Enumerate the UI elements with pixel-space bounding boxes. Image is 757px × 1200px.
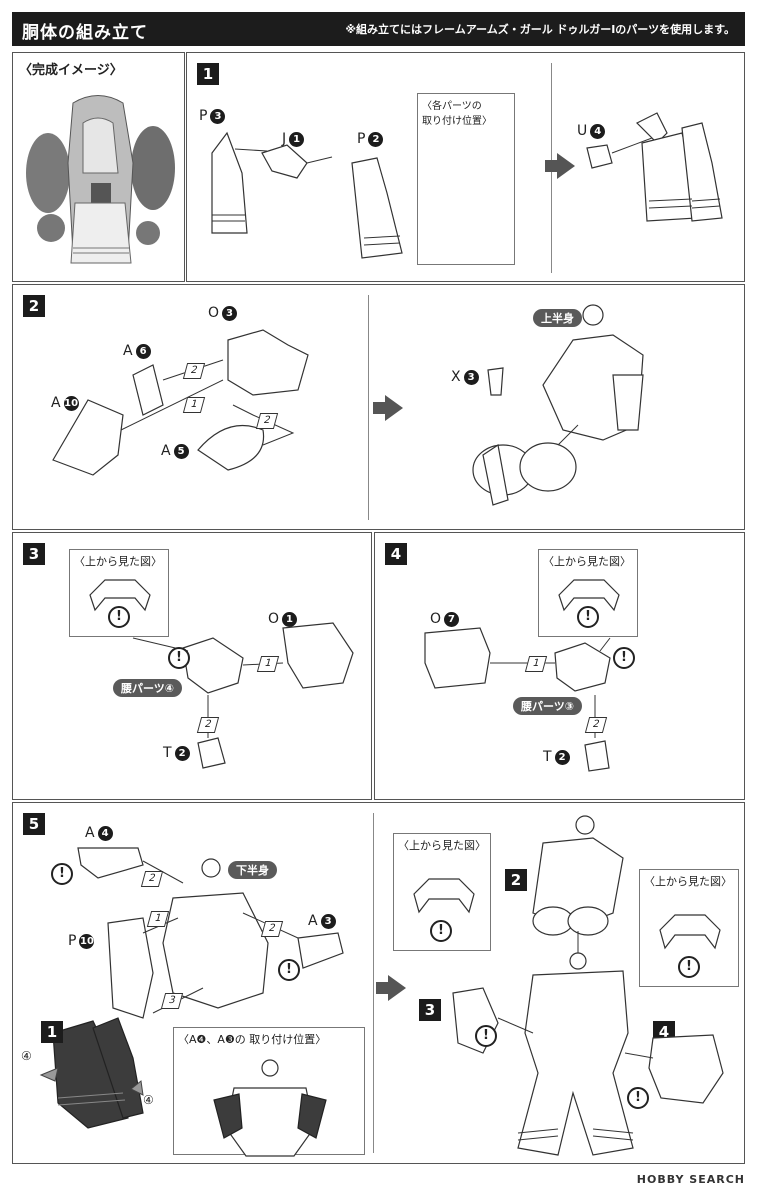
step-5-number: 5 xyxy=(23,813,45,835)
waist-part-3-badge: 腰パーツ③ xyxy=(513,697,583,715)
header-note: ※組み立てにはフレームアームズ・ガール ドゥルガーⅠのパーツを使用します。 xyxy=(345,23,735,36)
step-5-parts-drawing xyxy=(39,847,344,1129)
step-1-flow-arrow xyxy=(545,153,575,179)
step-5-position-callout-title: 〈A❹、A❸の 取り付け位置〉 xyxy=(178,1033,327,1046)
step-5-top-right-title: 〈上から見た図〉 xyxy=(644,875,732,888)
step-3-parts-drawing xyxy=(132,622,354,769)
step-5-assembly-label-3: 3 xyxy=(419,999,441,1021)
step-5-top-left-warning: ! xyxy=(430,920,452,942)
step-5-result-drawing xyxy=(452,815,724,1156)
page-header: 胴体の組み立て ※組み立てにはフレームアームズ・ガール ドゥルガーⅠのパーツを使… xyxy=(12,12,745,46)
step-2-parts-drawing xyxy=(52,329,309,476)
step-3-callout-title: 〈上から見た図〉 xyxy=(74,555,162,568)
completed-image-label: 〈完成イメージ〉 xyxy=(19,63,123,78)
lower-body-badge: 下半身 xyxy=(228,861,277,879)
completed-image-panel: 〈完成イメージ〉 xyxy=(12,52,185,282)
step-4-callout-title: 〈上から見た図〉 xyxy=(543,555,631,568)
step-5-top-right-warning: ! xyxy=(678,956,700,978)
step-2-number: 2 xyxy=(23,295,45,317)
page-title: 胴体の組み立て xyxy=(22,23,148,43)
step-5-sub-step-1: 1 xyxy=(41,1021,63,1043)
step-4-warning: ! xyxy=(613,647,635,669)
step-4-parts-drawing xyxy=(424,627,611,772)
step-3-warning: ! xyxy=(168,647,190,669)
step-1-callout-title: 〈各パーツの 取り付け位置〉 xyxy=(422,101,492,127)
upper-body-badge: 上半身 xyxy=(533,309,582,327)
step-5-assembly-label-2: 2 xyxy=(505,869,527,891)
step-5-flow-arrow xyxy=(376,975,406,1001)
step-1-position-callout: 〈各パーツの 取り付け位置〉 xyxy=(417,93,515,265)
step-5-top-view-callout-left: 〈上から見た図〉 ! xyxy=(393,833,491,951)
step-5-top-left-title: 〈上から見た図〉 xyxy=(398,839,486,852)
step-5-top-view-callout-right: 〈上から見た図〉 ! xyxy=(639,869,739,987)
completed-figure-illustration xyxy=(26,95,175,264)
step-4-number: 4 xyxy=(385,543,407,565)
step-5-side-mark-right: ④ xyxy=(143,1093,154,1107)
step-5-side-mark-left: ④ xyxy=(21,1049,32,1063)
step-1-number: 1 xyxy=(197,63,219,85)
step-5-warning-a4: ! xyxy=(51,863,73,885)
step-3-top-view-callout: 〈上から見た図〉 ! xyxy=(69,549,169,637)
step-4-callout-warning: ! xyxy=(577,606,599,628)
step-5-result-warning-right: ! xyxy=(627,1087,649,1109)
step-5-warning-p10: ! xyxy=(278,959,300,981)
step-2-flow-arrow xyxy=(373,395,403,421)
step-1-result-drawing xyxy=(586,112,723,222)
waist-part-4-badge: 腰パーツ④ xyxy=(113,679,183,697)
step-2-result-drawing xyxy=(472,304,644,506)
step-3-number: 3 xyxy=(23,543,45,565)
step-4-top-view-callout: 〈上から見た図〉 ! xyxy=(538,549,638,637)
step-5-position-callout: 〈A❹、A❸の 取り付け位置〉 xyxy=(173,1027,365,1157)
step-5-result-warning-left: ! xyxy=(475,1025,497,1047)
step-3-callout-warning: ! xyxy=(108,606,130,628)
hobby-search-watermark: HOBBY SEARCH xyxy=(636,1173,745,1186)
